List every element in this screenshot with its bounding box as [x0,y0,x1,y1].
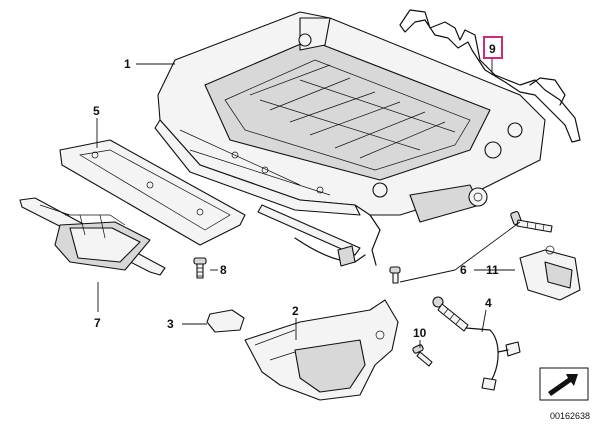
trim-bracket-part-2[interactable] [244,299,399,401]
cable-part-4[interactable] [432,296,521,391]
callout-6[interactable]: 6 [460,263,467,277]
callout-9[interactable]: 9 [489,42,496,56]
bolt-part-10[interactable] [412,344,433,367]
document-number: 00162638 [549,411,590,421]
rail-part-7[interactable] [19,197,166,276]
callouts: 1 2 3 4 5 6 7 8 9 10 11 [93,42,499,340]
housing-part-11[interactable] [519,245,581,301]
callout-3[interactable]: 3 [167,317,174,331]
callout-5[interactable]: 5 [93,104,100,118]
callout-11[interactable]: 11 [486,263,499,277]
callout-2[interactable]: 2 [292,304,299,318]
callout-4[interactable]: 4 [485,296,492,310]
bolt-part-8[interactable] [193,257,207,279]
highlight-box [483,36,503,59]
arrow-icon[interactable] [539,367,589,401]
cover-part-3[interactable] [206,309,245,333]
callout-10[interactable]: 10 [413,326,427,340]
seat-frame-part-1[interactable] [154,11,546,267]
wire-bracket-part-9[interactable] [399,9,581,143]
callout-8[interactable]: 8 [220,263,227,277]
screw-part-6[interactable] [389,211,553,284]
callout-1[interactable]: 1 [124,57,131,71]
callout-7[interactable]: 7 [94,316,101,330]
leader-lines [96,58,521,348]
plate-part-5[interactable] [59,139,246,246]
